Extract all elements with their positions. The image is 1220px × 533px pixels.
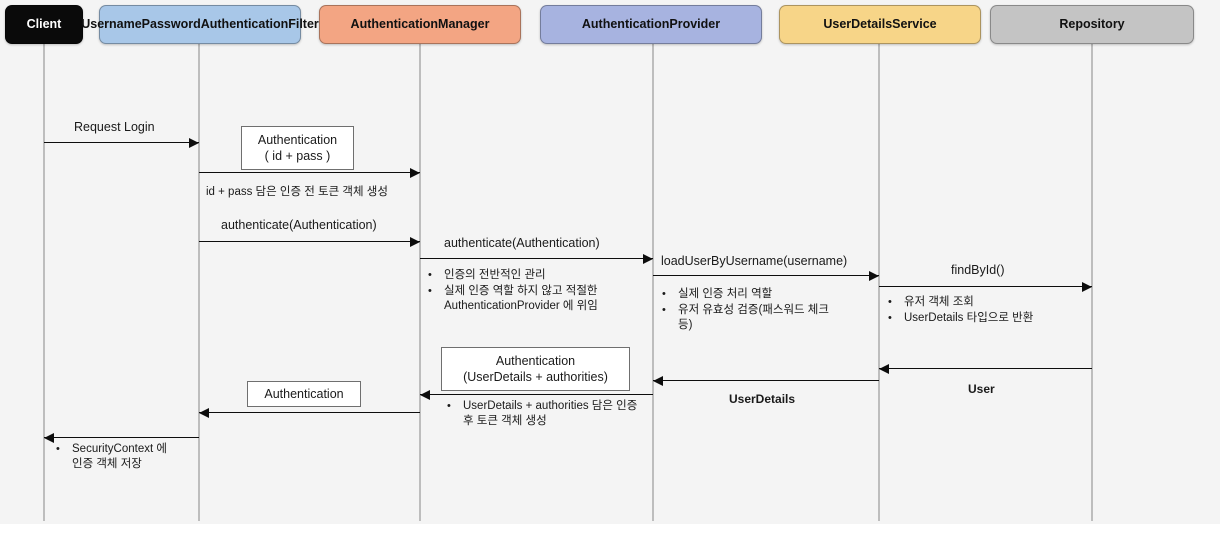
message-arrowhead-create-token bbox=[410, 168, 420, 178]
message-label-authenticate-manager: authenticate(Authentication) bbox=[444, 236, 600, 250]
manager-lifeline bbox=[419, 44, 421, 521]
message-line-authenticate-filter bbox=[199, 241, 420, 242]
note-authentication-userdetails-line-0: Authentication bbox=[495, 354, 576, 368]
annotation-repository-role-list: 유저 객체 조회 UserDetails 타입으로 반환 bbox=[888, 295, 1033, 326]
annotation-security-context-item-0: SecurityContext 에인증 객체 저장 bbox=[56, 442, 167, 472]
participant-repository-label-line-0: Repository bbox=[1059, 17, 1125, 31]
participant-client[interactable]: Client bbox=[5, 5, 83, 44]
annotation-token-create: id + pass 담은 인증 전 토큰 객체 생성 bbox=[206, 185, 388, 200]
note-authentication-plain-line-0: Authentication bbox=[264, 387, 344, 401]
message-arrowhead-return-userdetails bbox=[653, 376, 663, 386]
annotation-repository-role: 유저 객체 조회 UserDetails 타입으로 반환 bbox=[888, 295, 1033, 327]
message-label-return-userdetails: UserDetails bbox=[729, 392, 796, 406]
note-authentication-plain: Authentication bbox=[247, 381, 361, 407]
message-line-request-login bbox=[44, 142, 199, 143]
annotation-token-after-auth-item-0-line-0: UserDetails + authorities 담은 인증 bbox=[463, 400, 638, 412]
note-authentication-userdetails-line-1: (UserDetails + authorities) bbox=[463, 370, 608, 384]
annotation-provider-role-item-1-line-1: 등) bbox=[678, 319, 693, 331]
message-line-create-token bbox=[199, 172, 420, 173]
annotation-manager-role-list: 인증의 전반적인 관리실제 인증 역할 하지 않고 적절한 Authenticat… bbox=[428, 268, 598, 314]
annotation-repository-role-item-0: 유저 객체 조회 bbox=[888, 295, 1033, 310]
annotation-security-context-item-0-line-1: 인증 객체 저장 bbox=[72, 458, 142, 470]
participant-manager-label-line-0: AuthenticationManager bbox=[350, 17, 490, 31]
annotation-token-after-auth: UserDetails + authorities 담은 인증후 토큰 객체 생… bbox=[447, 399, 637, 430]
message-arrowhead-return-auth-manager bbox=[420, 390, 430, 400]
participant-filter-label-line-0: UsernamePassword bbox=[81, 17, 201, 31]
message-line-return-auth-filter bbox=[199, 412, 420, 413]
message-line-return-userdetails bbox=[653, 380, 879, 381]
message-line-find-by-id bbox=[879, 286, 1092, 287]
message-line-load-user bbox=[653, 275, 879, 276]
note-authentication-idpass-line-0: Authentication bbox=[257, 133, 338, 147]
message-arrowhead-return-auth-filter bbox=[199, 408, 209, 418]
userdetails-lifeline bbox=[878, 44, 880, 521]
canvas-bottom-strip bbox=[0, 524, 1220, 533]
annotation-manager-role-item-1-line-1: AuthenticationProvider 에 위임 bbox=[444, 300, 598, 312]
message-arrowhead-load-user bbox=[869, 271, 879, 281]
message-label-return-user: User bbox=[968, 382, 995, 396]
annotation-provider-role-list: 실제 인증 처리 역할유저 유효성 검증(패스워드 체크등) bbox=[662, 287, 829, 333]
provider-lifeline bbox=[652, 44, 654, 521]
participant-userdetails[interactable]: UserDetailsService bbox=[779, 5, 981, 44]
annotation-token-after-auth-list: UserDetails + authorities 담은 인증후 토큰 객체 생… bbox=[447, 399, 637, 429]
message-line-authenticate-manager bbox=[420, 258, 653, 259]
annotation-manager-role-item-1-line-0: 실제 인증 역할 하지 않고 적절한 bbox=[444, 285, 598, 297]
annotation-manager-role-item-0: 인증의 전반적인 관리 bbox=[428, 268, 598, 283]
message-line-return-user bbox=[879, 368, 1092, 369]
message-arrowhead-request-login bbox=[189, 138, 199, 148]
annotation-provider-role-item-1-line-0: 유저 유효성 검증(패스워드 체크 bbox=[678, 304, 829, 316]
participant-userdetails-label-line-0: UserDetailsService bbox=[823, 17, 937, 31]
participant-filter-label-line-1: AuthenticationFilter bbox=[200, 17, 319, 31]
message-label-load-user: loadUserByUsername(username) bbox=[661, 254, 848, 268]
message-label-authenticate-filter: authenticate(Authentication) bbox=[221, 218, 377, 232]
message-arrowhead-find-by-id bbox=[1082, 282, 1092, 292]
annotation-provider-role-item-0-line-0: 실제 인증 처리 역할 bbox=[678, 288, 773, 300]
annotation-security-context-list: SecurityContext 에인증 객체 저장 bbox=[56, 442, 167, 472]
message-label-find-by-id: findById() bbox=[951, 263, 1005, 277]
note-authentication-idpass-line-1: ( id + pass ) bbox=[264, 149, 331, 163]
message-label-request-login: Request Login bbox=[74, 120, 155, 134]
annotation-repository-role-item-1-line-0: UserDetails 타입으로 반환 bbox=[904, 312, 1034, 324]
participant-manager[interactable]: AuthenticationManager bbox=[319, 5, 521, 44]
annotation-manager-role: 인증의 전반적인 관리실제 인증 역할 하지 않고 적절한 Authenticat… bbox=[428, 268, 598, 315]
message-arrowhead-authenticate-filter bbox=[410, 237, 420, 247]
note-authentication-idpass: Authentication ( id + pass ) bbox=[241, 126, 354, 170]
message-arrowhead-authenticate-manager bbox=[643, 254, 653, 264]
annotation-manager-role-item-0-line-0: 인증의 전반적인 관리 bbox=[444, 269, 546, 281]
annotation-provider-role-item-1: 유저 유효성 검증(패스워드 체크등) bbox=[662, 303, 829, 333]
annotation-manager-role-item-1: 실제 인증 역할 하지 않고 적절한 AuthenticationProvider… bbox=[428, 284, 598, 314]
annotation-security-context-item-0-line-0: SecurityContext 에 bbox=[72, 443, 167, 455]
annotation-token-after-auth-item-0: UserDetails + authorities 담은 인증후 토큰 객체 생… bbox=[447, 399, 638, 429]
filter-lifeline bbox=[198, 44, 200, 521]
participant-provider[interactable]: AuthenticationProvider bbox=[540, 5, 762, 44]
message-line-return-client bbox=[44, 437, 199, 438]
participant-client-label-line-0: Client bbox=[26, 17, 62, 31]
note-authentication-userdetails: Authentication (UserDetails + authorities… bbox=[441, 347, 630, 391]
annotation-security-context: SecurityContext 에인증 객체 저장 bbox=[56, 442, 167, 473]
annotation-token-after-auth-item-0-line-1: 후 토큰 객체 생성 bbox=[463, 415, 547, 427]
annotation-token-create-item-0: id + pass 담은 인증 전 토큰 객체 생성 bbox=[206, 186, 388, 198]
participant-provider-label-line-0: AuthenticationProvider bbox=[581, 17, 721, 31]
participant-repository[interactable]: Repository bbox=[990, 5, 1194, 44]
message-arrowhead-return-user bbox=[879, 364, 889, 374]
annotation-repository-role-item-0-line-0: 유저 객체 조회 bbox=[904, 296, 974, 308]
message-arrowhead-return-client bbox=[44, 433, 54, 443]
repository-lifeline bbox=[1091, 44, 1093, 521]
annotation-provider-role-item-0: 실제 인증 처리 역할 bbox=[662, 287, 829, 302]
message-line-return-auth-manager bbox=[420, 394, 653, 395]
client-lifeline bbox=[43, 44, 45, 521]
annotation-repository-role-item-1: UserDetails 타입으로 반환 bbox=[888, 311, 1034, 326]
annotation-provider-role: 실제 인증 처리 역할유저 유효성 검증(패스워드 체크등) bbox=[662, 287, 829, 334]
